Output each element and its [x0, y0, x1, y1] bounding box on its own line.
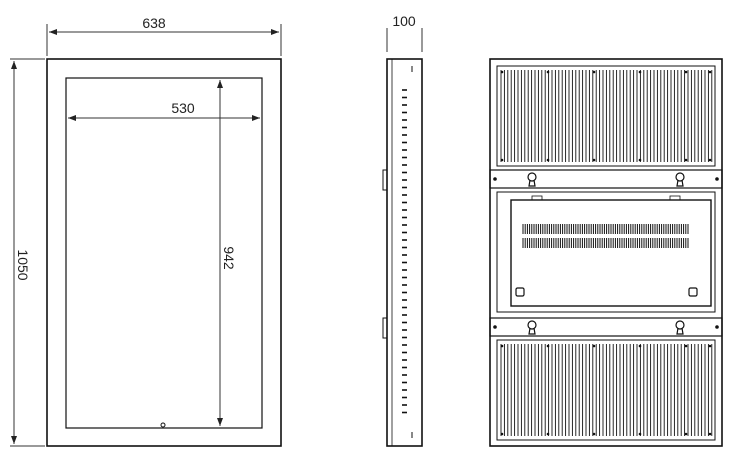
front-inner-panel	[65, 77, 263, 429]
depth-dimension: 100	[386, 13, 423, 52]
inner-width-dim-label: 530	[171, 100, 195, 116]
front-view: 638 530 1050 942	[10, 15, 282, 447]
bottom-heatsink	[496, 339, 716, 441]
side-view: 100	[382, 13, 423, 447]
inner-height-dimension: 942	[217, 80, 237, 426]
height-dim-label: 1050	[15, 249, 31, 280]
top-mounting-bracket	[489, 169, 723, 189]
bottom-mounting-bracket	[489, 317, 723, 337]
back-view	[489, 58, 723, 447]
inner-height-dim-label: 942	[221, 246, 237, 270]
front-indicator-dot	[160, 422, 166, 428]
back-outer-frame	[489, 58, 723, 447]
keyhole-top-right-icon	[675, 172, 685, 187]
side-body	[386, 58, 423, 447]
center-cover-plate	[510, 199, 712, 307]
inner-width-dimension: 530	[68, 100, 260, 121]
side-vent-slots	[402, 66, 413, 438]
top-heatsink-fins	[500, 70, 713, 162]
height-dimension: 1050	[10, 58, 45, 447]
front-outer-frame	[46, 58, 282, 447]
top-heatsink	[496, 65, 716, 167]
keyhole-bottom-right-icon	[675, 320, 685, 335]
connector-port-left	[515, 287, 525, 297]
width-dim-label: 638	[142, 15, 166, 31]
connector-port-right	[688, 287, 698, 297]
bottom-heatsink-fins	[500, 344, 713, 436]
width-dimension: 638	[46, 15, 282, 56]
keyhole-top-left-icon	[527, 172, 537, 187]
depth-dim-label: 100	[392, 13, 416, 29]
center-electronics-box	[496, 191, 716, 313]
keyhole-bottom-left-icon	[527, 320, 537, 335]
vent-grille	[522, 224, 689, 248]
